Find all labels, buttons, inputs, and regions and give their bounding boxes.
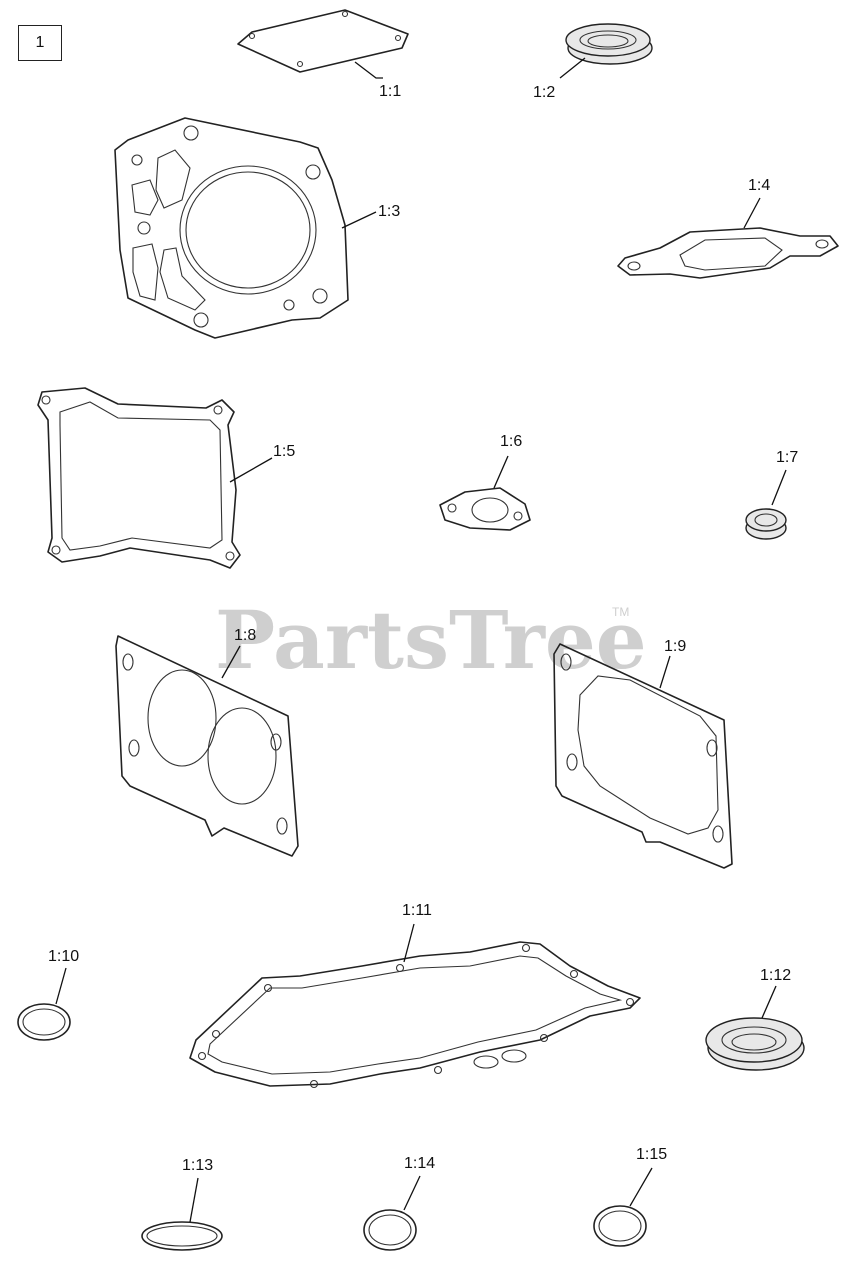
label-1-11: 1:11 bbox=[402, 902, 432, 919]
part-1-13-o-ring[interactable] bbox=[141, 1221, 223, 1251]
label-1-3: 1:3 bbox=[378, 203, 400, 220]
reference-number-box: 1 bbox=[18, 25, 62, 61]
label-1-15: 1:15 bbox=[636, 1146, 667, 1163]
label-1-6: 1:6 bbox=[500, 433, 522, 450]
part-1-5-valve-cover-gasket[interactable] bbox=[37, 387, 241, 569]
part-1-2-oil-seal[interactable] bbox=[565, 23, 653, 65]
part-1-4-exhaust-gasket[interactable] bbox=[617, 227, 839, 279]
part-1-6-intake-gasket[interactable] bbox=[439, 487, 531, 531]
watermark-text: PartsTree bbox=[215, 593, 647, 687]
label-1-5: 1:5 bbox=[273, 443, 295, 460]
part-1-10-o-ring[interactable] bbox=[17, 1003, 71, 1041]
label-1-4: 1:4 bbox=[748, 177, 770, 194]
part-1-3-cylinder-head-gasket[interactable] bbox=[114, 117, 349, 339]
label-1-2: 1:2 bbox=[533, 84, 555, 101]
label-1-14: 1:14 bbox=[404, 1155, 435, 1172]
part-1-12-oil-seal[interactable] bbox=[705, 1017, 805, 1071]
part-1-11-crankcase-gasket[interactable] bbox=[189, 941, 641, 1089]
label-1-8: 1:8 bbox=[234, 627, 256, 644]
part-1-8-carburetor-gasket[interactable] bbox=[115, 635, 299, 857]
label-1-7: 1:7 bbox=[776, 449, 798, 466]
label-1-1: 1:1 bbox=[379, 83, 401, 100]
watermark-trademark: TM bbox=[612, 605, 629, 619]
part-1-7-small-seal[interactable] bbox=[745, 508, 787, 540]
label-1-9: 1:9 bbox=[664, 638, 686, 655]
part-1-14-o-ring[interactable] bbox=[363, 1209, 417, 1251]
label-1-13: 1:13 bbox=[182, 1157, 213, 1174]
label-1-10: 1:10 bbox=[48, 948, 79, 965]
label-1-12: 1:12 bbox=[760, 967, 791, 984]
part-1-1-cover-plate-gasket[interactable] bbox=[237, 9, 409, 73]
part-1-9-air-cleaner-gasket[interactable] bbox=[553, 643, 733, 869]
part-1-15-o-ring[interactable] bbox=[593, 1205, 647, 1247]
reference-number: 1 bbox=[35, 34, 45, 51]
